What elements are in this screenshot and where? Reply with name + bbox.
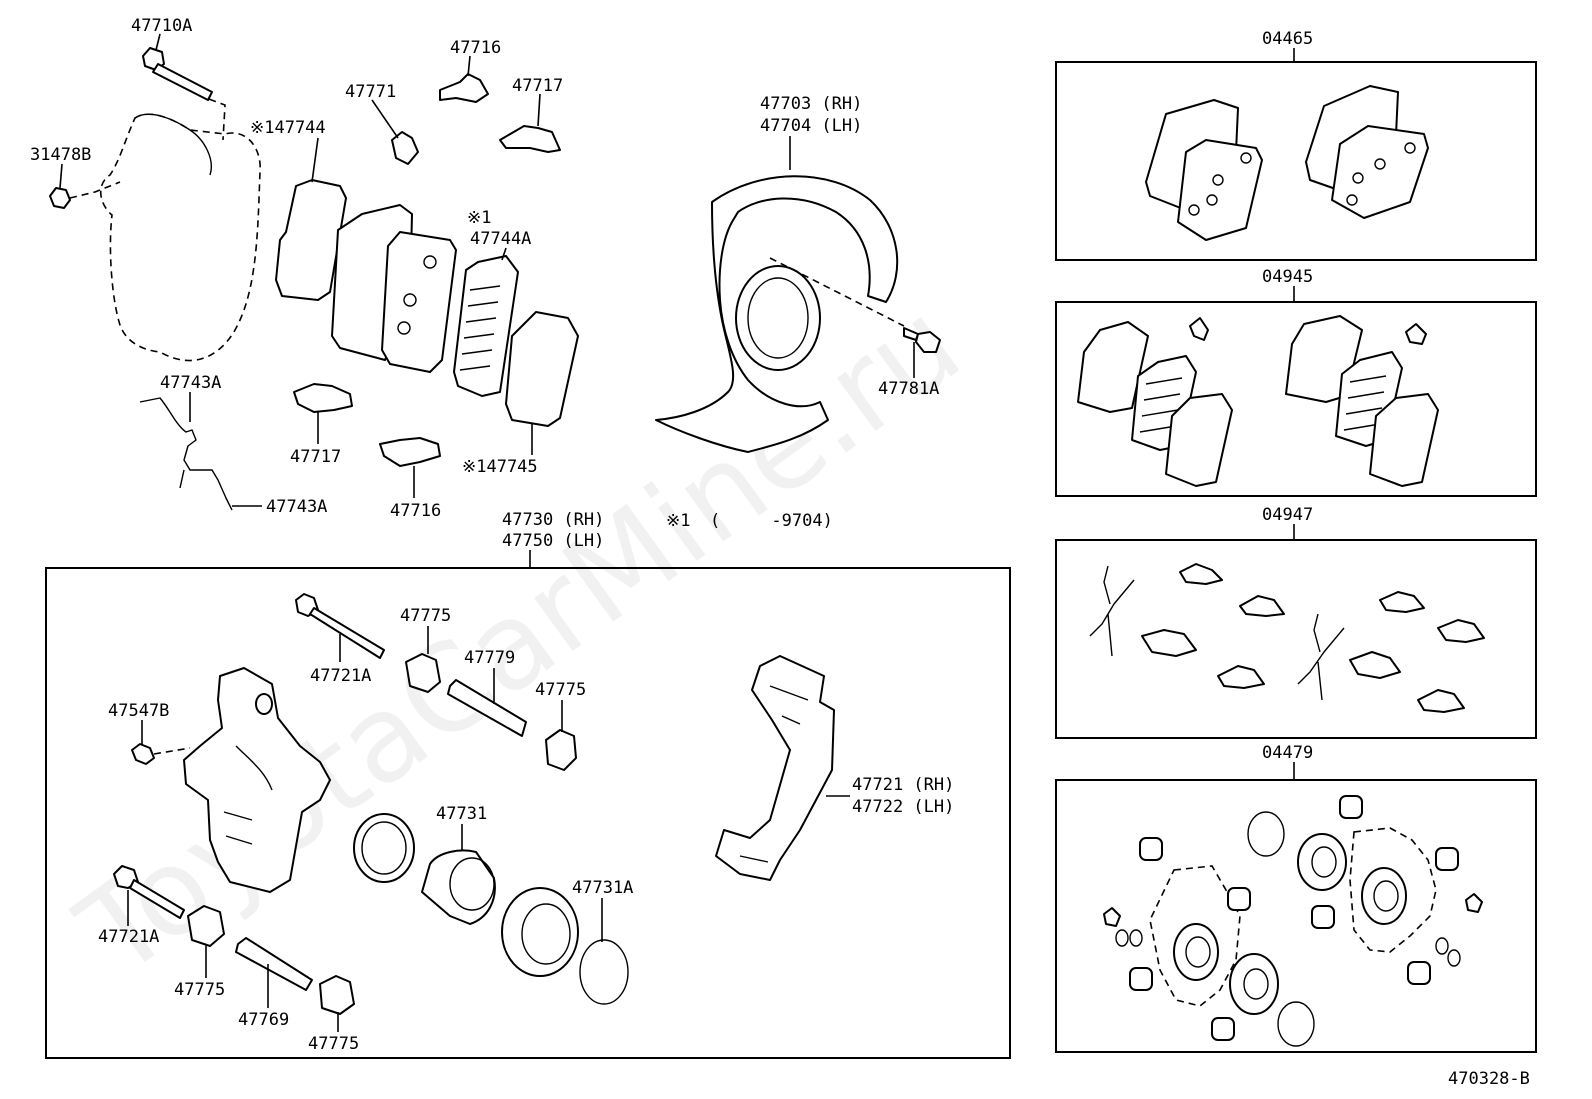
- label-47717-bottom: 47717: [290, 447, 341, 467]
- label-47731: 47731: [436, 804, 487, 824]
- label-47775-a: 47775: [400, 606, 451, 626]
- kit-04947-clips: [1089, 563, 1485, 713]
- shim-47744: [275, 179, 347, 301]
- bolt-47721A-bottom: [113, 865, 185, 919]
- label-47722: 47722 (LH): [852, 797, 954, 817]
- bolt-47781A: [769, 257, 941, 353]
- label-47721A-top: 47721A: [310, 666, 371, 686]
- pin-47769: [235, 937, 313, 991]
- bushing-47775-a: [405, 653, 441, 693]
- label-47721: 47721 (RH): [852, 775, 954, 795]
- label-47731A: 47731A: [572, 878, 633, 898]
- clip-47717-bottom: [293, 383, 353, 413]
- kit-box-04947: [1055, 539, 1537, 739]
- bushing-47775-c: [187, 905, 225, 947]
- clip-47716-top: [439, 73, 489, 103]
- label-47716-top: 47716: [450, 38, 501, 58]
- kit-box-04465: [1055, 61, 1537, 261]
- label-47730: 47730 (RH): [502, 510, 604, 530]
- label-47744A-mark: ※1: [467, 208, 491, 228]
- clip-47771: [391, 131, 419, 165]
- caliper-body: [183, 667, 331, 893]
- label-47717-top: 47717: [512, 76, 563, 96]
- label-47775-d: 47775: [308, 1034, 359, 1054]
- label-47704: 47704 (LH): [760, 116, 862, 136]
- shim-47744A: [453, 255, 519, 397]
- clip-47717-top: [499, 125, 561, 153]
- label-47744: ※147744: [250, 118, 326, 138]
- label-47781A: 47781A: [878, 379, 939, 399]
- kit-label-04479: 04479: [1262, 743, 1313, 763]
- bushing-47775-b: [545, 729, 577, 771]
- label-47775-c: 47775: [174, 980, 225, 1000]
- note-range: ( -9704): [710, 511, 833, 531]
- shim-47745: [505, 311, 579, 427]
- kit-label-04947: 04947: [1262, 505, 1313, 525]
- label-47745: ※147745: [462, 457, 538, 477]
- dust-shield: [655, 175, 899, 453]
- clip-47716-bottom: [379, 437, 441, 467]
- label-47721A-bottom: 47721A: [98, 927, 159, 947]
- piston-47731: [421, 849, 496, 925]
- kit-box-04945: [1055, 301, 1537, 497]
- piston-seal: [353, 813, 415, 883]
- label-47710A: 47710A: [131, 16, 192, 36]
- note-mark: ※1: [666, 511, 690, 531]
- wire-47743A: [139, 397, 233, 511]
- kit-box-04479: [1055, 779, 1537, 1053]
- bolt-47721A-top: [295, 593, 385, 659]
- label-31478B: 31478B: [30, 145, 91, 165]
- label-47703: 47703 (RH): [760, 94, 862, 114]
- bolt-47710A: [142, 47, 213, 101]
- drawing-code: 470328-B: [1448, 1069, 1530, 1089]
- bleeder-31478B: [49, 181, 121, 209]
- label-47716-bottom: 47716: [390, 501, 441, 521]
- caliper-outline-top: [100, 94, 261, 362]
- kit-04465-pads: [1145, 85, 1429, 241]
- kit-label-04465: 04465: [1262, 29, 1313, 49]
- bushing-47775-d: [319, 975, 355, 1015]
- kit-04479-seals: [1103, 795, 1483, 1047]
- kit-label-04945: 04945: [1262, 267, 1313, 287]
- label-47743A-top: 47743A: [160, 373, 221, 393]
- label-47779: 47779: [464, 648, 515, 668]
- boot-47731A: [501, 887, 629, 1005]
- label-47744A: 47744A: [470, 229, 531, 249]
- label-47775-b: 47775: [535, 680, 586, 700]
- bleeder-47547B: [131, 743, 191, 765]
- caliper-assembly-box: [45, 567, 1011, 1059]
- brake-pads-center: [331, 204, 457, 373]
- label-47547B: 47547B: [108, 701, 169, 721]
- pin-47779: [447, 679, 527, 737]
- kit-04945-shims: [1077, 315, 1439, 487]
- torque-plate: [715, 655, 835, 881]
- label-47743A-bot: 47743A: [266, 497, 327, 517]
- label-47750: 47750 (LH): [502, 531, 604, 551]
- label-47769: 47769: [238, 1010, 289, 1030]
- label-47771: 47771: [345, 82, 396, 102]
